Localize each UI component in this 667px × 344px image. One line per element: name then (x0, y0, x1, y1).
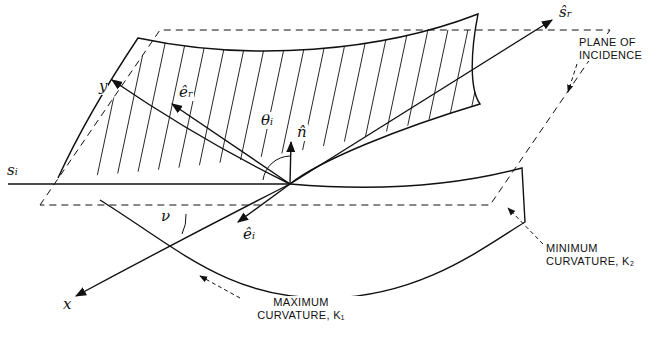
x-axis-label: x (62, 296, 72, 313)
er-label: êᵣ (178, 84, 194, 101)
max-curvature-leader (200, 276, 240, 298)
y-axis (112, 80, 290, 184)
plane-of-incidence (40, 30, 610, 205)
min-curvature-leader (508, 208, 543, 244)
reflected-ray (290, 20, 552, 184)
normal-label: n̂ (296, 124, 308, 141)
ei-vector (238, 184, 290, 222)
plane-leader (568, 64, 577, 92)
lower-surface (100, 168, 525, 298)
sr-label: ŝᵣ (558, 4, 573, 21)
y-axis-label: y (98, 78, 108, 95)
si-label: sᵢ (6, 162, 19, 179)
er-vector (172, 104, 290, 184)
x-axis (76, 184, 290, 296)
plane-hatch (90, 20, 490, 210)
nu-arc (182, 214, 186, 234)
theta-label: θᵢ (260, 112, 274, 129)
plane-label: PLANE OF INCIDENCE (578, 36, 662, 61)
nu-label: ν (160, 208, 171, 225)
theta-arc (263, 156, 290, 180)
min-curvature-label: MINIMUM CURVATURE, K₂ (545, 242, 657, 267)
incident-ray (8, 183, 290, 184)
max-curvature-label: MAXIMUM CURVATURE, K₁ (240, 296, 362, 321)
upper-surface (58, 14, 480, 184)
ei-label: êᵢ (242, 226, 256, 243)
normal-vector (290, 142, 291, 184)
